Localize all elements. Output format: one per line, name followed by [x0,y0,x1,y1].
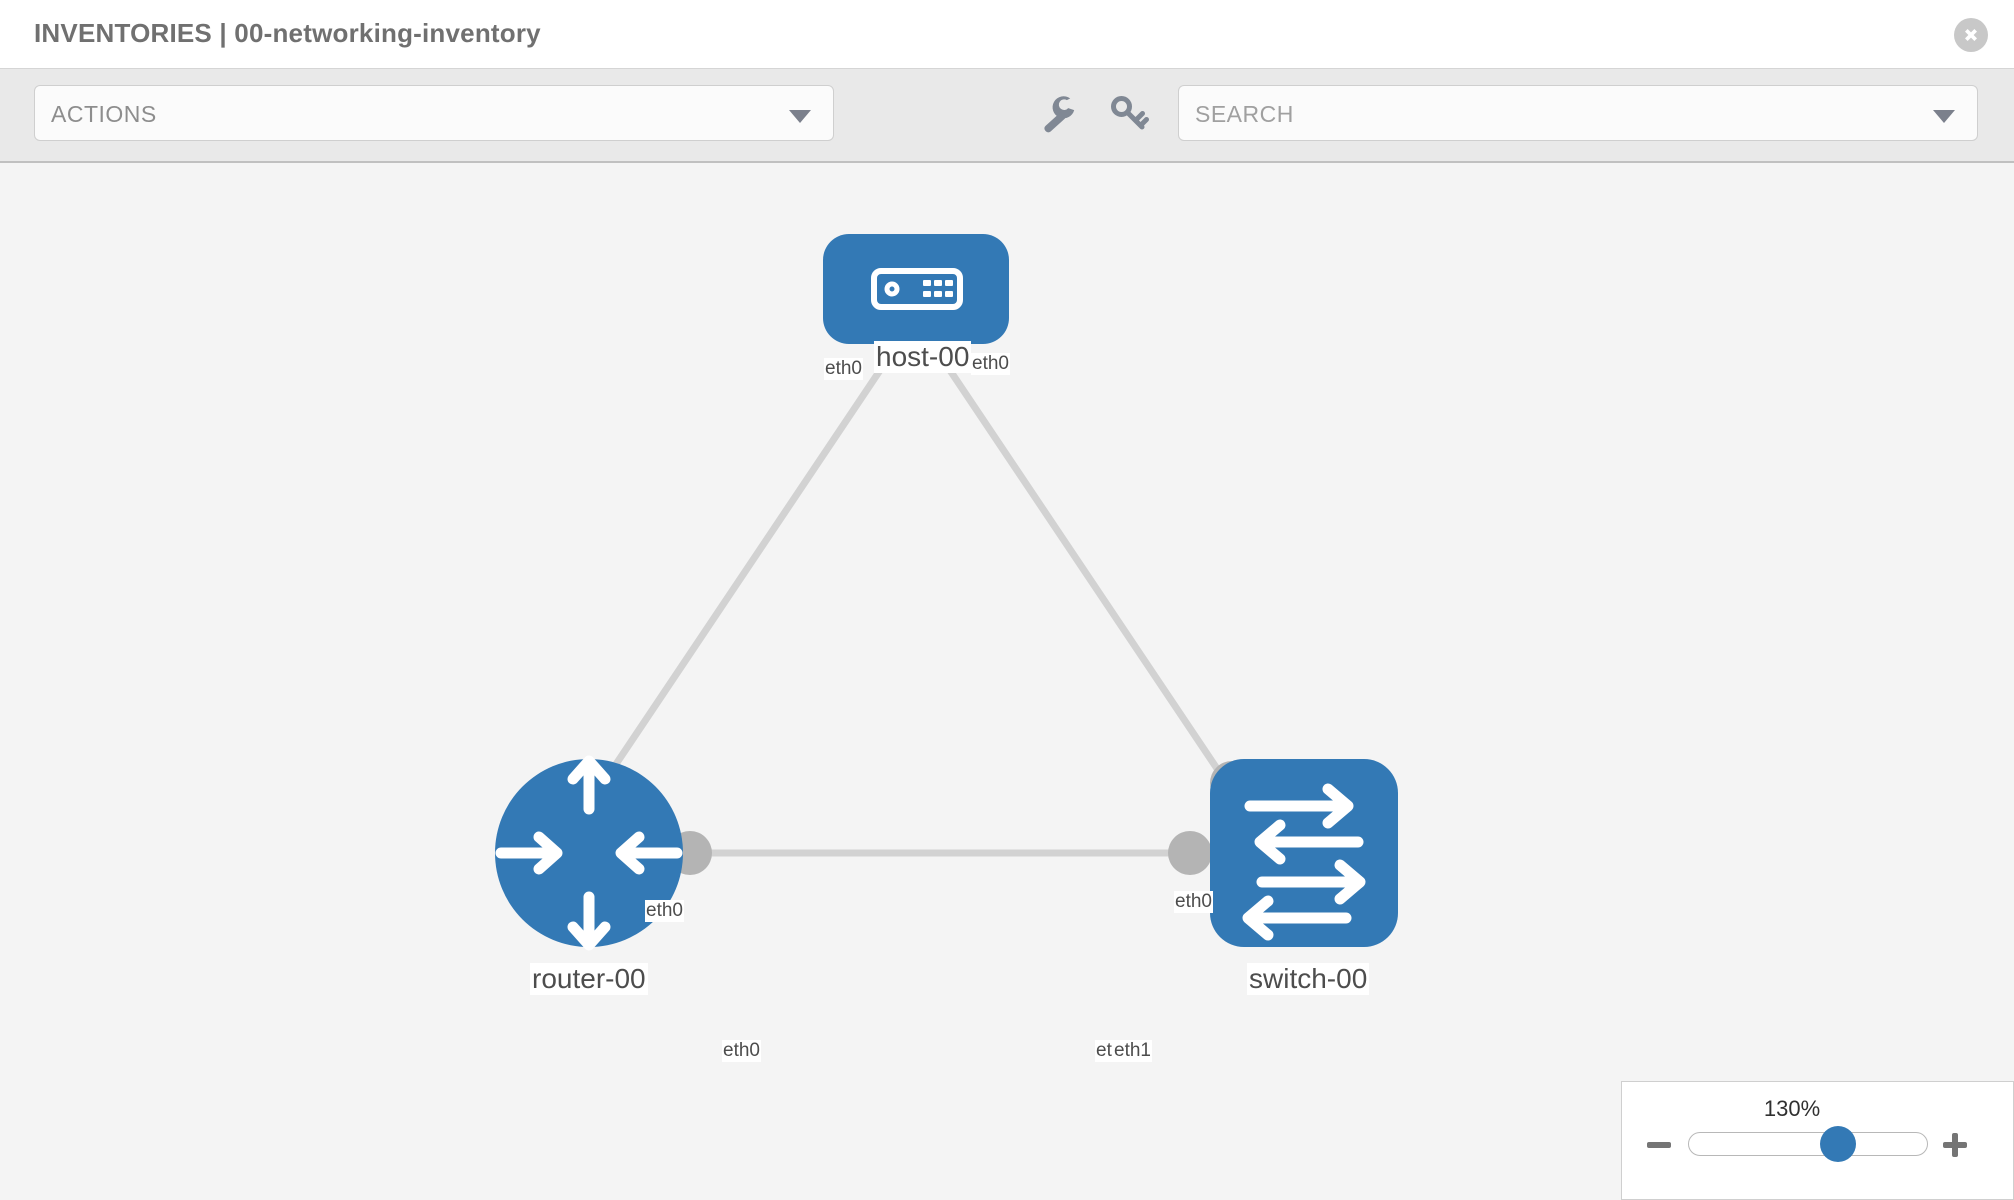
search-input[interactable]: SEARCH [1178,85,1978,141]
node-router-00[interactable] [495,755,683,951]
link-edges [596,344,1234,857]
zoom-level-value: 130% [1763,1096,1821,1121]
actions-dropdown[interactable]: ACTIONS [34,85,834,141]
server-icon [871,268,963,310]
page-title: INVENTORIES | 00-networking-inventory [34,18,541,48]
connector-switch-left [1168,831,1212,875]
node-label-host-00: host-00 [874,341,972,374]
close-icon[interactable] [1954,18,1988,52]
switch-arrows-icon [1242,783,1366,941]
node-label-switch-00: switch-00 [1247,963,1370,996]
node-host-00[interactable] [823,234,1009,344]
toolbar: ACTIONS SEARCH [0,68,2014,163]
iface-label-switch-router: eth1 [1113,1040,1152,1062]
key-icon[interactable] [1104,89,1152,137]
link-connectors [668,321,1254,875]
router-arrows-icon [495,755,683,951]
link-host-router [596,344,899,792]
iface-label-router-host: eth0 [645,900,684,922]
node-label-router-00: router-00 [530,963,648,996]
chevron-down-icon[interactable] [1933,110,1955,123]
zoom-slider-thumb[interactable] [1820,1126,1856,1162]
iface-label-router-switch: eth0 [722,1040,761,1062]
iface-label-host-router: eth0 [824,358,863,380]
zoom-control-panel: 130% [1621,1081,2014,1200]
topology-graph [495,234,1398,951]
chevron-down-icon [789,110,811,123]
iface-label-host-switch: eth0 [971,353,1010,375]
minus-icon[interactable] [1644,1130,1674,1160]
plus-icon[interactable] [1940,1130,1970,1160]
node-switch-00[interactable] [1210,759,1398,947]
search-placeholder: SEARCH [1195,101,1294,127]
wrench-icon[interactable] [1036,89,1084,137]
topology-canvas[interactable]: host-00 router-00 switch-00 eth0 eth0 et… [0,163,2014,1200]
iface-label-switch-host: eth0 [1174,891,1213,913]
link-host-switch [931,344,1234,792]
actions-dropdown-label: ACTIONS [51,101,157,127]
page-header: INVENTORIES | 00-networking-inventory [0,0,2014,68]
zoom-slider[interactable] [1688,1132,1928,1156]
